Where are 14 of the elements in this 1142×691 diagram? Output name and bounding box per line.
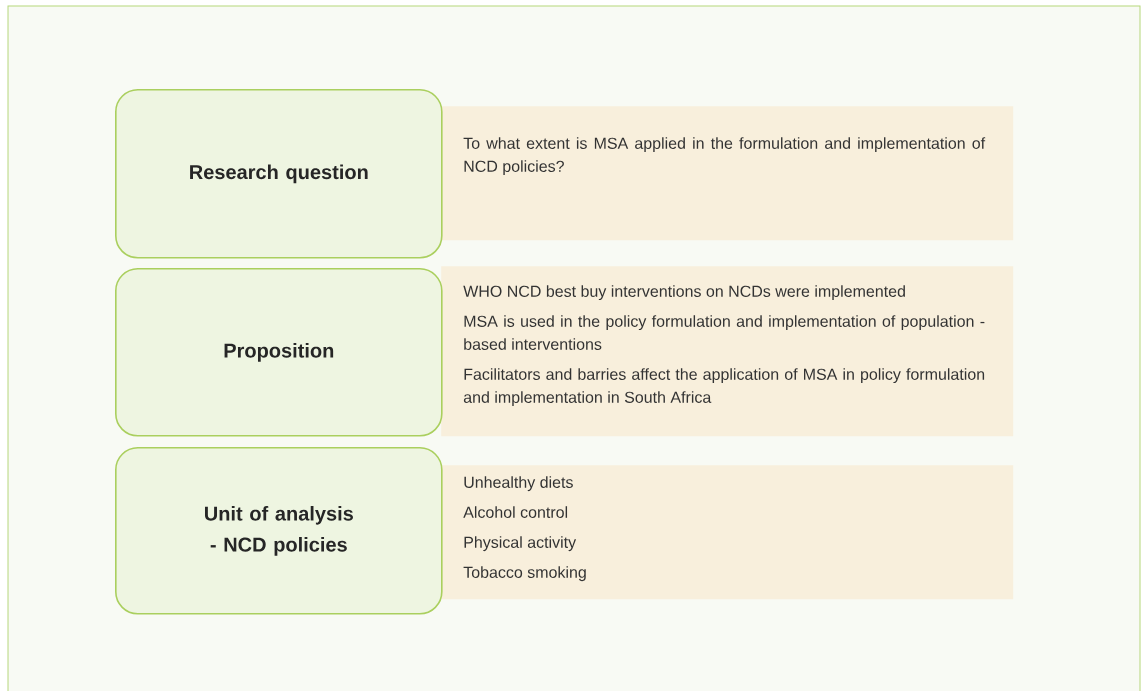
text-panel	[441, 266, 1014, 437]
panel-text: Physical activity	[464, 536, 577, 552]
panel-text: Facilitators and barries affect the application of MSA in policy formulation and implementation in South Africa	[463, 368, 985, 407]
text-panel	[441, 465, 1014, 600]
panel-text: Tobacco smoking	[463, 566, 586, 582]
panel-text: Alcohol control	[463, 506, 568, 518]
panel-text: MSA is used in the policy formulation and implementation of population - based interventions	[464, 315, 985, 350]
heading-box: Unit of analysis - NCD policies	[115, 447, 443, 615]
panel-text: To what extent is MSA applied in the formulation and implementation of NCD policies?	[463, 137, 986, 176]
heading-box: Proposition	[115, 268, 443, 437]
text-panel	[441, 106, 1014, 241]
panel-text: Unhealthy diets	[464, 476, 573, 492]
panel-text: WHO NCD best buy interventions on NCDs were implemented	[463, 285, 905, 301]
heading-box: Research question	[115, 89, 443, 259]
